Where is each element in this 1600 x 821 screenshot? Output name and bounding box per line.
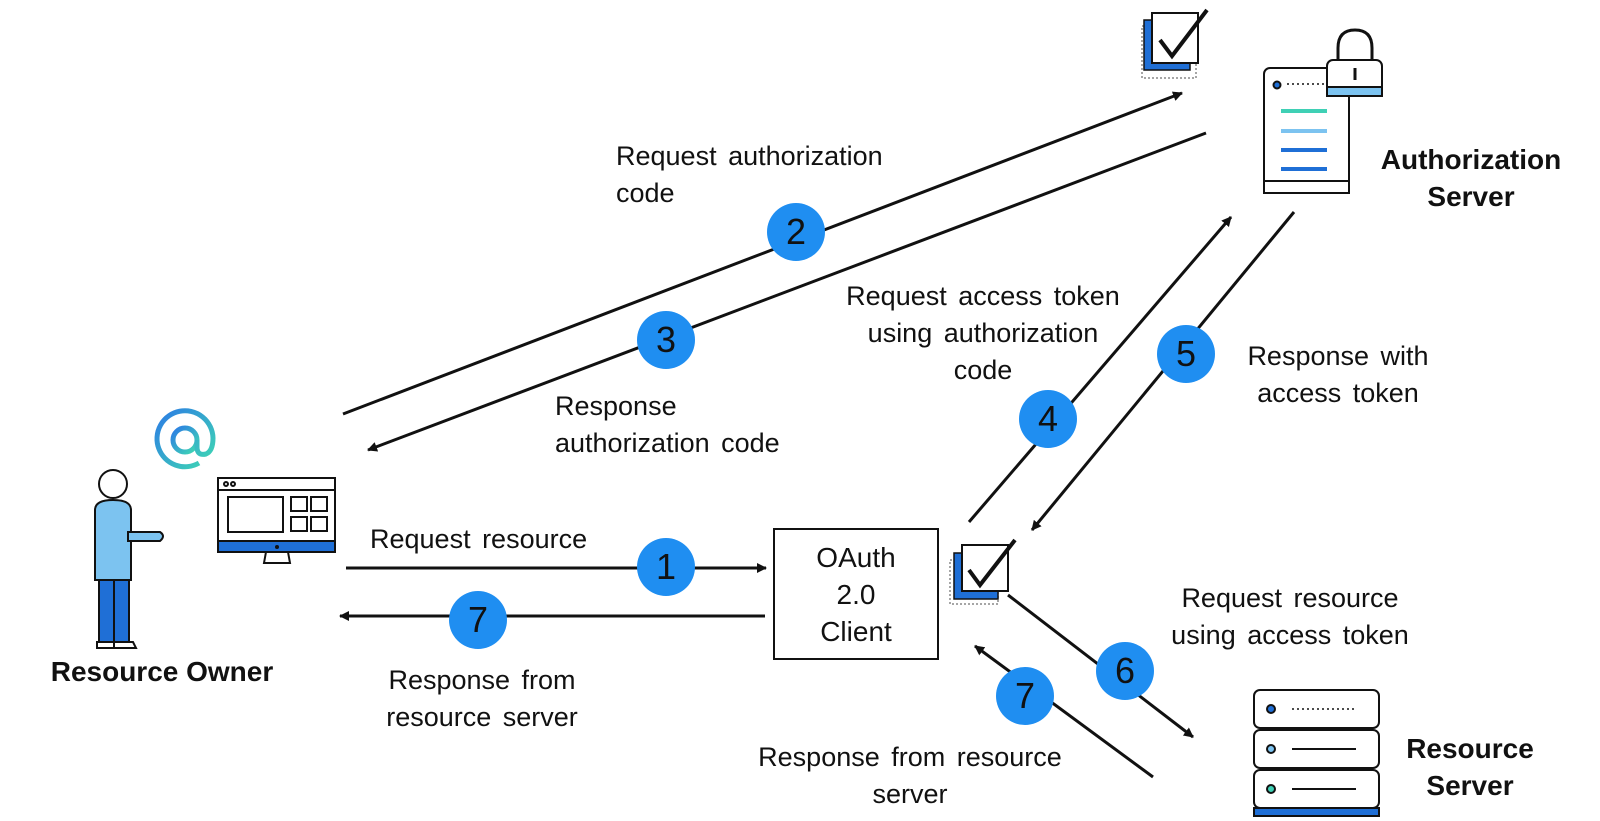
resource-server-line-1: Resource (1406, 733, 1534, 764)
step-7a-label-line-1: Response from (388, 665, 576, 695)
resource-owner-text: Resource Owner (50, 656, 274, 687)
arrow-step-7b (974, 644, 1154, 779)
server-with-lock-icon (1263, 28, 1383, 194)
oauth-client-box: OAuth 2.0 Client (773, 528, 939, 660)
at-sign-icon (154, 408, 216, 470)
server-rack-icon (1253, 689, 1380, 817)
step-7a-label-line-2: resource server (386, 702, 578, 732)
checkbox-check-icon (949, 538, 1017, 605)
step-badge-3: 3 (637, 311, 695, 369)
step-badge-1: 1 (637, 538, 695, 596)
step-3-label-line-1: Response (555, 391, 677, 421)
step-badge-2: 2 (767, 203, 825, 261)
arrow-step-3 (367, 131, 1207, 452)
resource-server-line-2: Server (1426, 770, 1514, 801)
resource-owner-label: Resource Owner (32, 653, 292, 690)
step-5-label-line-1: Response with (1247, 341, 1429, 371)
resource-server-label: Resource Server (1380, 730, 1560, 804)
step-2-label-line-1: Request authorization (616, 141, 883, 171)
authorization-server-line-2: Server (1427, 181, 1515, 212)
step-badge-6: 6 (1096, 642, 1154, 700)
step-4-label-line-1: Request access token (846, 281, 1120, 311)
arrow-step-2 (342, 91, 1183, 416)
step-7b-label-line-2: server (872, 779, 948, 809)
step-7b-label: Response from resource server (740, 739, 1080, 813)
step-7b-label-line-1: Response from resource (758, 742, 1062, 772)
person-icon (94, 469, 164, 649)
step-5-label-line-2: access token (1257, 378, 1419, 408)
step-badge-4: 4 (1019, 390, 1077, 448)
step-4-label: Request access token using authorization… (828, 278, 1138, 389)
arrow-step-4 (967, 216, 1233, 523)
client-line-1: OAuth (816, 541, 896, 573)
step-1-label: Request resource (370, 521, 587, 558)
step-4-label-line-2: using authorization (867, 318, 1099, 348)
step-badge-7a: 7 (449, 591, 507, 649)
step-badge-7b: 7 (996, 667, 1054, 725)
checkbox-check-icon (1141, 8, 1209, 79)
client-line-3: Client (820, 615, 892, 647)
authorization-server-line-1: Authorization (1380, 144, 1562, 175)
step-4-label-line-3: code (953, 355, 1013, 385)
monitor-icon (217, 477, 336, 564)
step-1-label-line-1: Request resource (370, 524, 588, 554)
step-5-label: Response with access token (1228, 338, 1448, 412)
step-3-label: Response authorization code (555, 388, 780, 462)
step-6-label-line-1: Request resource (1181, 583, 1399, 613)
step-6-label: Request resource using access token (1150, 580, 1430, 654)
authorization-server-label: Authorization Server (1366, 141, 1576, 215)
step-3-label-line-2: authorization code (555, 428, 780, 458)
step-badge-5: 5 (1157, 325, 1215, 383)
client-line-2: 2.0 (836, 578, 876, 610)
step-7a-label: Response from resource server (362, 662, 602, 736)
step-6-label-line-2: using access token (1171, 620, 1409, 650)
step-2-label-line-2: code (616, 178, 675, 208)
step-2-label: Request authorization code (616, 138, 883, 212)
